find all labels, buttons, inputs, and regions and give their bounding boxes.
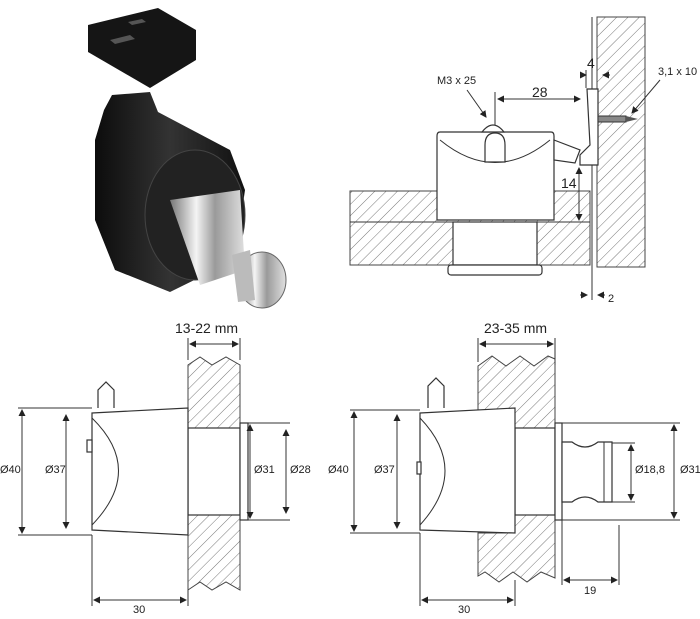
latch-housing (419, 407, 516, 534)
product-photo (88, 8, 287, 309)
height-dimension: 14 (561, 175, 577, 191)
thin-door-drawing: 13-22 mm Ø40 Ø37 Ø31 Ø28 30 (0, 320, 311, 616)
diameter-28-label: Ø28 (290, 464, 311, 476)
diameter-31-label: Ø31 (680, 464, 700, 476)
diameter-37-label: Ø37 (45, 464, 66, 476)
clearance-dimension: 2 (608, 293, 614, 305)
thick-door-drawing: 23-35 mm Ø40 Ø37 Ø18,8 Ø31 30 19 (328, 320, 700, 616)
diameter-37-label: Ø37 (374, 464, 395, 476)
mounting-section-drawing: M3 x 25 28 4 3,1 x 10 14 2 (349, 16, 697, 305)
cabinet-side-wall (596, 16, 646, 268)
door-thickness-label: 23-35 mm (484, 320, 547, 336)
length-30-label: 30 (133, 604, 145, 616)
door-thickness-label: 13-22 mm (175, 320, 238, 336)
strike-plate (579, 88, 599, 166)
wood-screw (597, 115, 627, 123)
latch-body (95, 92, 287, 309)
offset-dimension: 28 (532, 84, 548, 100)
diameter-18-8-label: Ø18,8 (635, 464, 665, 476)
diameter-40-label: Ø40 (328, 464, 349, 476)
knob-length-19-label: 19 (584, 585, 596, 597)
strike-bracket (88, 8, 196, 88)
latch-housing (91, 407, 189, 536)
bracket-screw-label: 3,1 x 10 (658, 66, 697, 78)
diameter-40-label: Ø40 (0, 464, 21, 476)
screw-size-label: M3 x 25 (437, 75, 476, 87)
diameter-31-label: Ø31 (254, 464, 275, 476)
gap-dimension: 4 (587, 55, 595, 71)
length-30-label: 30 (458, 604, 470, 616)
latch-housing (436, 131, 555, 221)
